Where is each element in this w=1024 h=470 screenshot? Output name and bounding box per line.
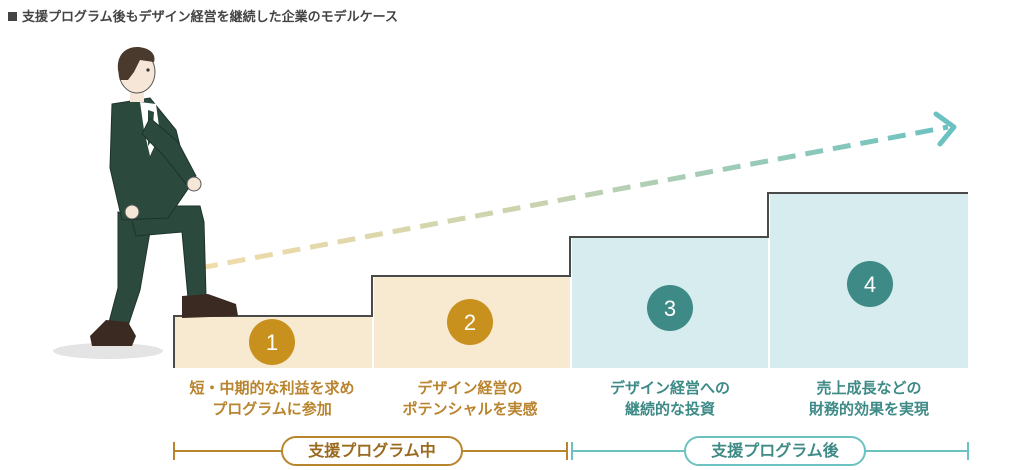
step-label-4-line-1: 売上成長などの xyxy=(816,379,922,397)
step-label-3: デザイン経営への 継続的な投資 xyxy=(570,378,770,420)
title-text: 支援プログラム後もデザイン経営を継続した企業のモデルケース xyxy=(22,10,398,25)
step-number-circle-2 xyxy=(447,299,493,345)
step-label-1-line-2: プログラムに参加 xyxy=(212,400,332,418)
step-label-1: 短・中期的な利益を求め プログラムに参加 xyxy=(172,378,372,420)
phase-pill-during xyxy=(281,436,463,466)
step-label-1-line-1: 短・中期的な利益を求め xyxy=(189,379,355,397)
step-label-3-line-2: 継続的な投資 xyxy=(624,400,715,418)
step-number-circle-1 xyxy=(249,319,295,365)
step-number-1: 1 xyxy=(266,330,278,355)
page-title: 支援プログラム後もデザイン経営を継続した企業のモデルケース xyxy=(8,6,398,25)
step-number-circle-3 xyxy=(647,285,693,331)
step-number-circle-4 xyxy=(847,261,893,307)
phase-pill-after xyxy=(684,436,866,466)
step-label-4-line-2: 財務的効果を実現 xyxy=(808,400,929,418)
title-square-marker xyxy=(8,12,17,21)
person-walking-icon xyxy=(53,46,238,359)
step-label-2-line-2: ポテンシャルを実感 xyxy=(402,400,538,418)
stair-outline xyxy=(173,192,968,368)
phase-label-during: 支援プログラム中 xyxy=(308,441,436,460)
trend-arrow-icon xyxy=(933,111,957,147)
step-label-2: デザイン経営の ポテンシャルを実感 xyxy=(370,378,570,420)
trend-arrow-line xyxy=(199,124,949,271)
step-number-2: 2 xyxy=(464,310,476,335)
step-label-2-line-1: デザイン経営の xyxy=(417,379,523,397)
step-label-3-line-1: デザイン経営への xyxy=(609,379,730,397)
phase-label-after: 支援プログラム後 xyxy=(711,441,839,460)
step-number-4: 4 xyxy=(864,272,876,297)
step-number-3: 3 xyxy=(664,296,676,321)
step-label-4: 売上成長などの 財務的効果を実現 xyxy=(769,378,969,420)
